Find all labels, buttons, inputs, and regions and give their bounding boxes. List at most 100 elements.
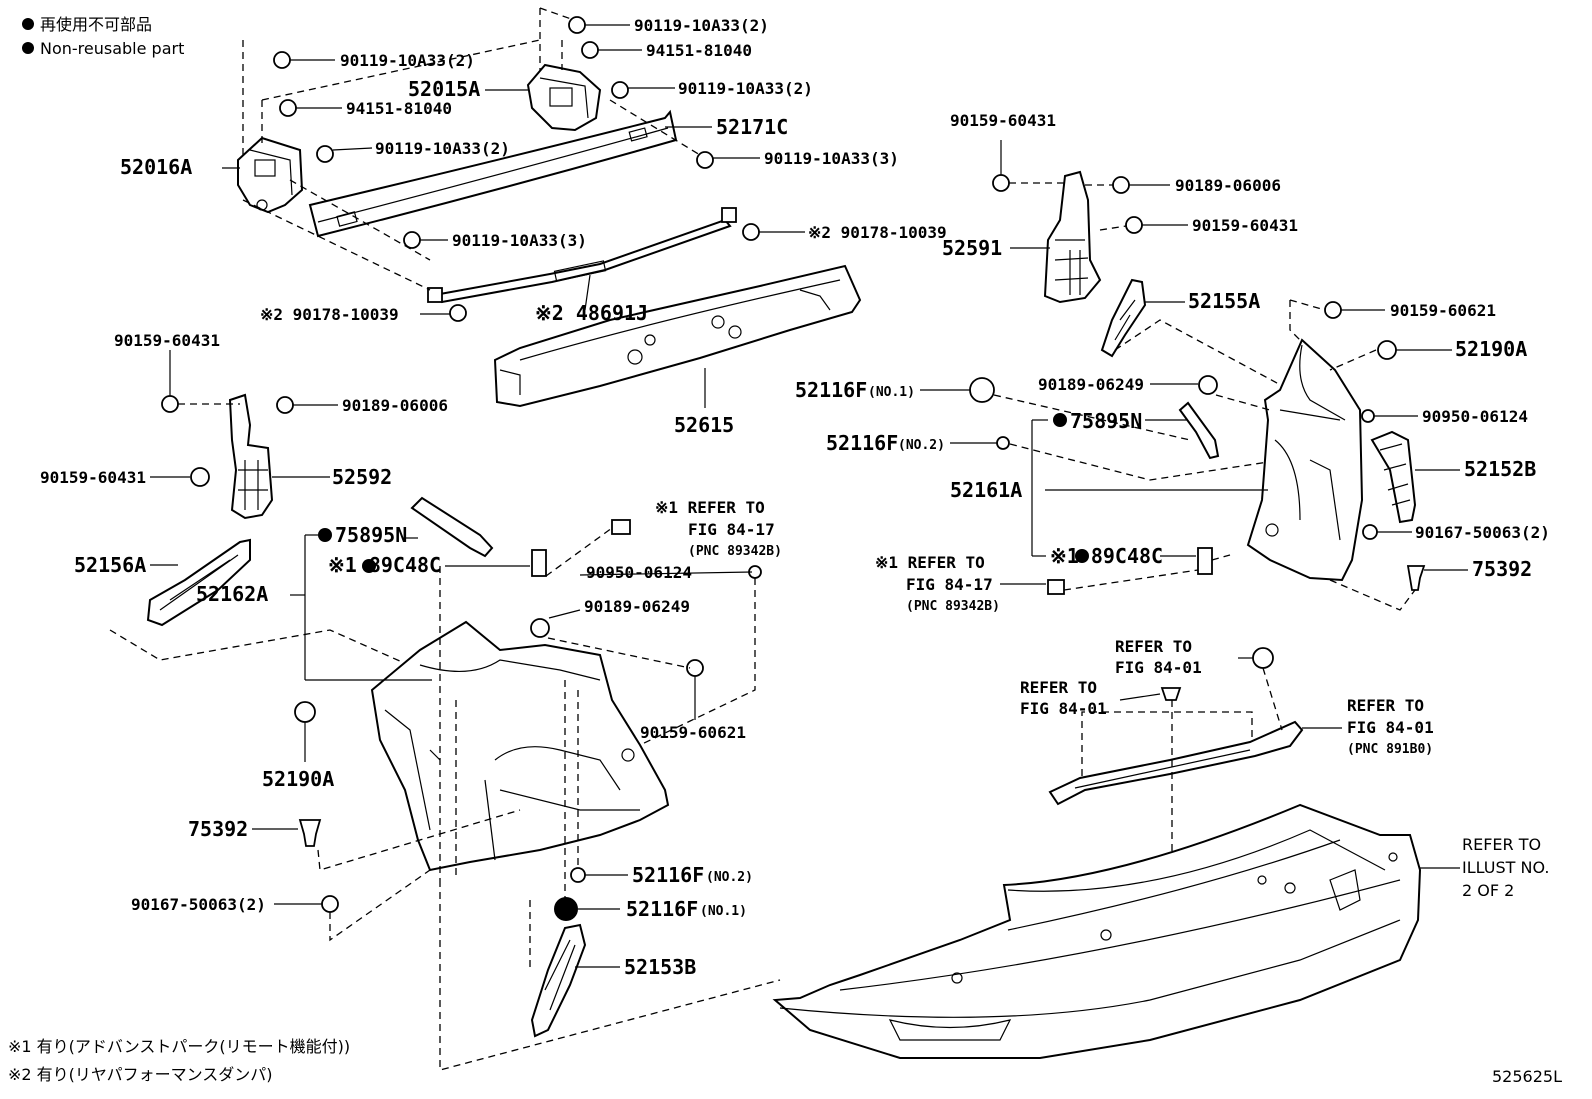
refer-label[interactable]: (PNC 89342B) (906, 599, 1000, 614)
part-label[interactable]: 90189-06249 (584, 597, 690, 616)
bracket-52016A[interactable] (237, 136, 304, 214)
nut-icon[interactable] (742, 223, 760, 241)
part-label[interactable]: 52171C (716, 115, 788, 139)
part-label[interactable]: ※2 48691J (535, 301, 648, 325)
part-label[interactable]: 90159-60431 (1192, 216, 1298, 235)
refer-label[interactable]: FIG 84-01 (1115, 658, 1202, 677)
part-label[interactable]: 94151-81040 (646, 41, 752, 60)
part-label[interactable]: 52015A (408, 77, 480, 101)
screw-icon[interactable] (1362, 524, 1378, 540)
part-label[interactable]: 90119-10A33(3) (764, 149, 899, 168)
part-label[interactable]: 90159-60621 (1390, 301, 1496, 320)
side-panel-52162A[interactable] (370, 620, 670, 872)
part-label[interactable]: 52190A (262, 767, 334, 791)
rear-bumper-cover[interactable] (772, 803, 1422, 1059)
refer-label[interactable]: FIG 84-01 (1347, 718, 1434, 737)
sensor-bracket-icon[interactable] (531, 549, 547, 577)
part-label[interactable]: 52155A (1188, 289, 1260, 313)
bracket-52015A[interactable] (526, 63, 602, 132)
refer-label[interactable]: ※1 REFER TO (875, 553, 985, 572)
clip-75392-icon[interactable] (1406, 565, 1426, 591)
bolt-icon[interactable] (611, 81, 629, 99)
part-label[interactable]: 52591 (942, 236, 1002, 260)
screw-icon[interactable] (190, 467, 210, 487)
clip-75392-icon[interactable] (298, 819, 322, 847)
sensor-bracket-icon[interactable] (1197, 547, 1213, 575)
refer-label[interactable]: (PNC 891B0) (1347, 742, 1433, 757)
nut-icon[interactable] (276, 396, 294, 414)
part-label[interactable]: 75895N (1070, 409, 1142, 433)
sensor-clip-icon[interactable] (1047, 579, 1065, 595)
part-label[interactable]: 52615 (674, 413, 734, 437)
part-label[interactable]: ※1 89C48C (328, 553, 441, 577)
part-label[interactable]: 90159-60621 (640, 723, 746, 742)
reflector-52153B[interactable] (530, 923, 587, 1038)
energy-absorber-52615[interactable] (493, 264, 862, 408)
part-label[interactable]: 90950-06124 (1422, 407, 1528, 426)
part-label[interactable]: 90119-10A33(3) (452, 231, 587, 250)
screw-icon[interactable] (1125, 216, 1143, 234)
part-label[interactable]: 52152B (1464, 457, 1536, 481)
sensor-retainer[interactable] (1048, 720, 1304, 806)
clip-icon[interactable] (1160, 687, 1182, 701)
refer-label[interactable]: FIG 84-01 (1020, 699, 1107, 718)
part-label[interactable]: 52116F (632, 863, 704, 887)
part-label[interactable]: 90119-10A33(2) (340, 51, 475, 70)
part-label[interactable]: 90159-60431 (114, 331, 220, 350)
part-label[interactable]: 90167-50063(2) (1415, 523, 1550, 542)
grommet-icon[interactable] (554, 897, 578, 921)
clip-icon[interactable] (294, 701, 316, 723)
screw-icon[interactable] (161, 395, 179, 413)
nut-icon[interactable] (279, 99, 297, 117)
part-label[interactable]: 52162A (196, 582, 268, 606)
part-label[interactable]: 52190A (1455, 337, 1527, 361)
refer-label[interactable]: REFER TO (1115, 637, 1192, 656)
bracket-52592[interactable] (228, 393, 274, 520)
part-label[interactable]: ※2 90178-10039 (808, 223, 947, 242)
bumper-reinforcement-52171C[interactable] (308, 109, 678, 238)
part-label[interactable]: ※2 90178-10039 (260, 305, 399, 324)
refer-label[interactable]: ILLUST NO. (1462, 858, 1549, 877)
screw-icon[interactable] (1324, 301, 1342, 319)
part-label[interactable]: 90119-10A33(2) (375, 139, 510, 158)
clip-icon[interactable] (1377, 340, 1397, 360)
part-label[interactable]: 52156A (74, 553, 146, 577)
part-label[interactable]: 90167-50063(2) (131, 895, 266, 914)
part-label[interactable]: 75392 (1472, 557, 1532, 581)
sensor-clip-icon[interactable] (611, 519, 631, 535)
part-label[interactable]: 90119-10A33(2) (634, 16, 769, 35)
refer-label[interactable]: REFER TO (1020, 678, 1097, 697)
part-label[interactable]: 90189-06006 (342, 396, 448, 415)
part-label[interactable]: 52116F (826, 431, 898, 455)
grommet-icon[interactable] (996, 436, 1010, 450)
part-label[interactable]: 90159-60431 (40, 468, 146, 487)
refer-label[interactable]: ※1 REFER TO (655, 498, 765, 517)
part-label[interactable]: ※1 89C48C (1050, 544, 1163, 568)
bracket-52591[interactable] (1043, 170, 1102, 304)
part-label[interactable]: 90189-06249 (1038, 375, 1144, 394)
nut-icon[interactable] (530, 618, 550, 638)
screw-icon[interactable] (321, 895, 339, 913)
part-label[interactable]: 52592 (332, 465, 392, 489)
part-label[interactable]: 90159-60431 (950, 111, 1056, 130)
nut-icon[interactable] (449, 304, 467, 322)
refer-label[interactable]: REFER TO (1347, 696, 1424, 715)
part-label[interactable]: 52153B (624, 955, 696, 979)
side-panel-52161A[interactable] (1246, 338, 1364, 582)
part-label[interactable]: 90950-06124 (586, 563, 692, 582)
performance-damper-48691J[interactable] (438, 218, 732, 304)
part-label[interactable]: 52116F (626, 897, 698, 921)
grommet-icon[interactable] (969, 377, 995, 403)
nut-icon[interactable] (1112, 176, 1130, 194)
part-label[interactable]: 94151-81040 (346, 99, 452, 118)
refer-label[interactable]: REFER TO (1462, 835, 1541, 854)
spacer-52155A[interactable] (1100, 278, 1147, 358)
grommet-icon[interactable] (570, 867, 586, 883)
nut-icon[interactable] (1198, 375, 1218, 395)
refer-label[interactable]: (PNC 89342B) (688, 544, 782, 559)
bolt-icon[interactable] (568, 16, 586, 34)
clip-icon[interactable] (1252, 647, 1274, 669)
part-label[interactable]: 52016A (120, 155, 192, 179)
bolt-icon[interactable] (403, 231, 421, 249)
part-label[interactable]: 75895N (335, 523, 407, 547)
